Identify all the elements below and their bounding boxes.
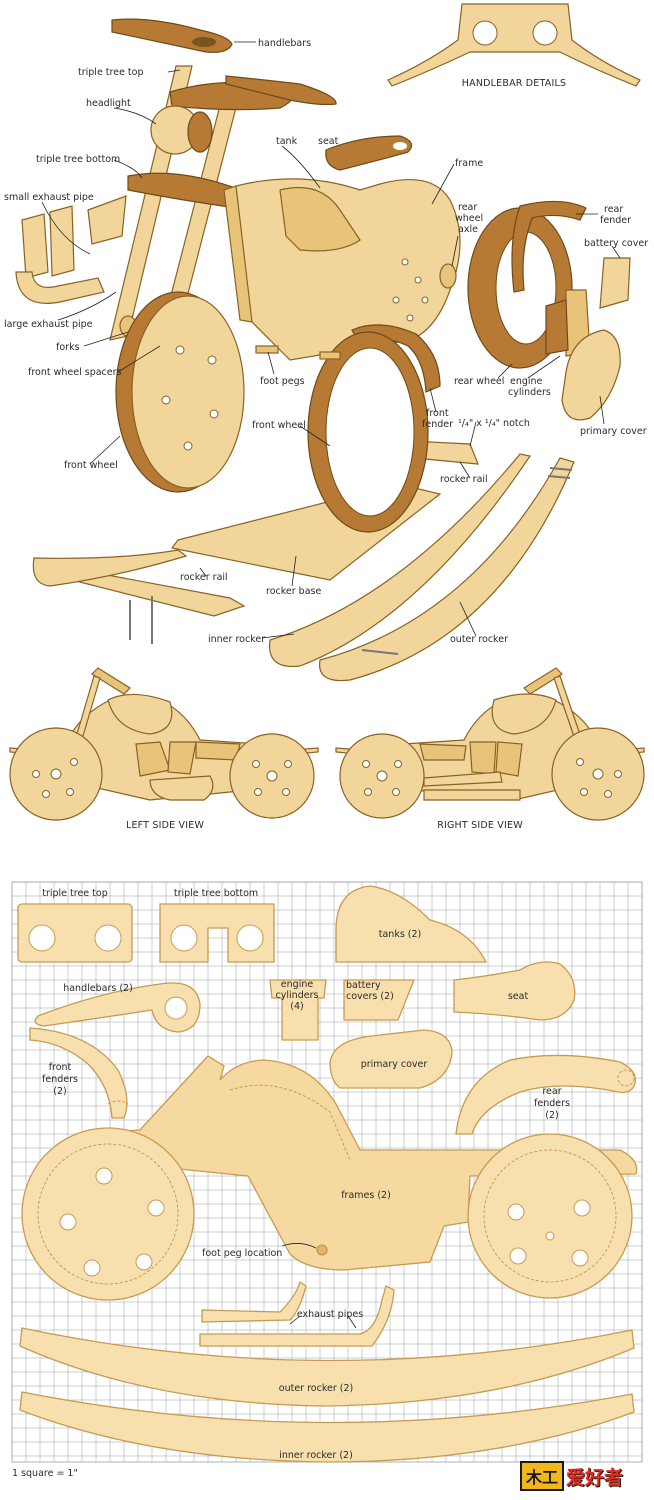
inner-rocker-part <box>32 549 188 587</box>
outer-rocker-part <box>318 457 575 682</box>
pattern-label-tanks: tanks (2) <box>379 929 422 940</box>
label-primary-cover: primary cover <box>580 426 647 437</box>
pattern-pieces: triple tree top triple tree bottom tanks… <box>17 885 638 1463</box>
rear-fender-part <box>511 200 587 293</box>
pattern-label-outer-rocker: outer rocker (2) <box>279 1383 353 1394</box>
label-headlight: headlight <box>86 98 131 109</box>
label-front-fender-2: fender <box>422 419 453 430</box>
right-side-view-caption: RIGHT SIDE VIEW <box>437 820 523 831</box>
label-rear-fender-1: rear <box>604 204 623 215</box>
label-front-fender-1: front <box>426 408 449 419</box>
pattern-front-fenders <box>29 1027 128 1119</box>
primary-cover-part <box>561 329 621 421</box>
pattern-rear-wheel <box>467 1133 633 1299</box>
pattern-label-front-fenders-1: front <box>49 1062 72 1073</box>
handlebar-details: HANDLEBAR DETAILS <box>387 3 641 89</box>
label-rocker-rail-left: rocker rail <box>180 572 228 583</box>
label-battery-cover: battery cover <box>584 238 648 249</box>
label-rocker-rail-right: rocker rail <box>440 474 488 485</box>
battery-cover-part <box>599 257 631 309</box>
tank-part <box>279 186 361 252</box>
logo-text: 爱好者 <box>566 1466 624 1489</box>
label-engine-cylinders-1: engine <box>510 376 543 387</box>
pattern-rear-fenders <box>455 1054 637 1135</box>
label-outer-rocker: outer rocker <box>450 634 508 645</box>
label-front-wheel-lower: front wheel <box>64 460 118 471</box>
pattern-scale-note: 1 square = 1" <box>12 1468 78 1479</box>
pattern-label-engine-cylinders-2: cylinders <box>276 990 319 1001</box>
label-rear-wheel-axle-1: rear <box>458 202 477 213</box>
pattern-label-inner-rocker: inner rocker (2) <box>279 1450 353 1461</box>
pattern-outer-rocker <box>19 1327 635 1407</box>
pattern-seat <box>453 961 576 1021</box>
pattern-label-triple-tree-bottom: triple tree bottom <box>174 888 258 899</box>
pattern-label-primary-cover: primary cover <box>361 1059 428 1070</box>
pattern-frames <box>105 1055 638 1271</box>
label-rocker-base: rocker base <box>266 586 321 597</box>
pattern-label-frames: frames (2) <box>341 1190 391 1201</box>
label-handlebars: handlebars <box>258 38 311 49</box>
label-triple-tree-bottom: triple tree bottom <box>36 154 120 165</box>
handlebars-part <box>111 18 233 53</box>
label-rear-wheel-axle-2: wheel <box>455 213 483 224</box>
label-rear-wheel-axle-3: axle <box>458 224 478 235</box>
pattern-label-foot-peg-location: foot peg location <box>202 1248 282 1259</box>
pattern-label-front-fenders-2: fenders <box>42 1074 78 1085</box>
small-exhaust-pipe-part <box>87 195 127 245</box>
pattern-label-handlebars: handlebars (2) <box>63 983 133 994</box>
pattern-label-battery-covers-2: covers (2) <box>346 991 394 1002</box>
left-side-view: LEFT SIDE VIEW <box>9 667 319 831</box>
label-notch: ¹/₄" x ¹/₄" notch <box>458 418 530 429</box>
label-inner-rocker: inner rocker <box>208 634 265 645</box>
logo-mark: 木工 <box>520 1461 565 1491</box>
site-logo: 木工 爱好者 <box>520 1459 646 1493</box>
left-side-view-caption: LEFT SIDE VIEW <box>126 820 204 831</box>
large-exhaust-pipe-part <box>15 271 105 304</box>
pattern-engine-cylinders <box>269 979 327 1041</box>
label-front-wheel-spacers: front wheel spacers <box>28 367 122 378</box>
label-frame: frame <box>455 158 483 169</box>
pattern-exhaust-pipes <box>201 1280 307 1323</box>
label-foot-pegs: foot pegs <box>260 376 305 387</box>
frame-part <box>231 178 461 361</box>
pattern-label-battery-covers-1: battery <box>346 980 381 991</box>
pattern-label-engine-cylinders-1: engine <box>281 979 314 990</box>
pattern-label-rear-fenders-2: fenders <box>534 1098 570 1109</box>
pattern-label-engine-cylinders-3: (4) <box>290 1001 303 1012</box>
label-forks: forks <box>56 342 80 353</box>
label-small-exhaust-pipe: small exhaust pipe <box>4 192 94 203</box>
exploded-view: handlebars triple tree top headlight tri… <box>4 18 648 682</box>
label-seat: seat <box>318 136 339 147</box>
pattern-inner-rocker <box>19 1391 635 1463</box>
label-rear-wheel: rear wheel <box>454 376 504 387</box>
pattern-battery-covers <box>343 979 415 1021</box>
label-engine-cylinders-2: cylinders <box>508 387 551 398</box>
seat-part <box>325 135 413 171</box>
label-tank: tank <box>276 136 298 147</box>
label-large-exhaust-pipe: large exhaust pipe <box>4 319 93 330</box>
label-triple-tree-top: triple tree top <box>78 67 144 78</box>
handlebar-details-caption: HANDLEBAR DETAILS <box>462 78 566 89</box>
pattern-label-front-fenders-3: (2) <box>53 1086 66 1097</box>
right-side-view: RIGHT SIDE VIEW <box>335 667 645 831</box>
pattern-label-rear-fenders-1: rear <box>542 1086 561 1097</box>
pattern-label-exhaust-pipes: exhaust pipes <box>297 1309 363 1320</box>
pattern-label-triple-tree-top: triple tree top <box>42 888 108 899</box>
pattern-tanks <box>335 885 488 963</box>
pattern-handlebars <box>34 982 201 1033</box>
pattern-primary-cover <box>329 1029 453 1089</box>
pattern-label-rear-fenders-3: (2) <box>545 1110 558 1121</box>
pattern-label-seat: seat <box>508 991 529 1002</box>
label-rear-fender-2: fender <box>600 215 631 226</box>
pattern-front-wheel <box>21 1127 195 1301</box>
label-front-wheel-upper: front wheel <box>252 420 306 431</box>
